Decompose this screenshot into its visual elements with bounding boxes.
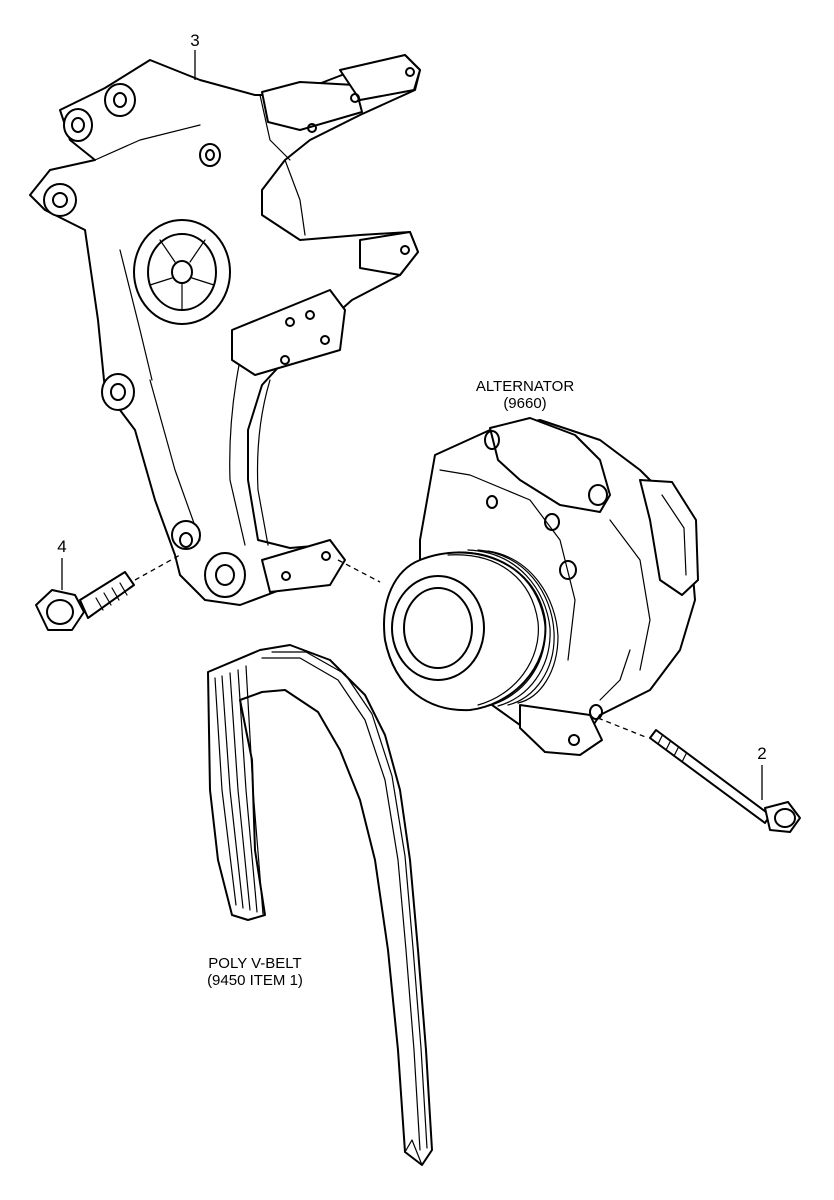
belt-name: POLY V-BELT bbox=[208, 955, 302, 972]
bolt-item-2 bbox=[649, 729, 801, 833]
bracket-pulley-hub bbox=[133, 219, 231, 325]
bolt-item-4 bbox=[35, 571, 135, 631]
callout-item-3: 3 bbox=[190, 31, 200, 50]
mounting-bracket bbox=[29, 54, 421, 606]
poly-v-belt bbox=[207, 644, 433, 1166]
alternator-code: (9660) bbox=[503, 395, 547, 412]
leader-lines bbox=[61, 50, 763, 800]
alignment-dashes bbox=[134, 554, 649, 739]
alternator bbox=[383, 417, 699, 756]
bracket-boss-holes bbox=[43, 83, 246, 598]
callout-item-2: 2 bbox=[757, 744, 767, 763]
alternator-name: ALTERNATOR bbox=[475, 378, 575, 395]
belt-label: POLY V-BELT (9450 ITEM 1) bbox=[185, 955, 325, 989]
alternator-pulley bbox=[383, 549, 559, 712]
belt-code: (9450 ITEM 1) bbox=[207, 972, 303, 989]
callout-item-4: 4 bbox=[57, 537, 67, 556]
alternator-label: ALTERNATOR (9660) bbox=[455, 378, 595, 412]
